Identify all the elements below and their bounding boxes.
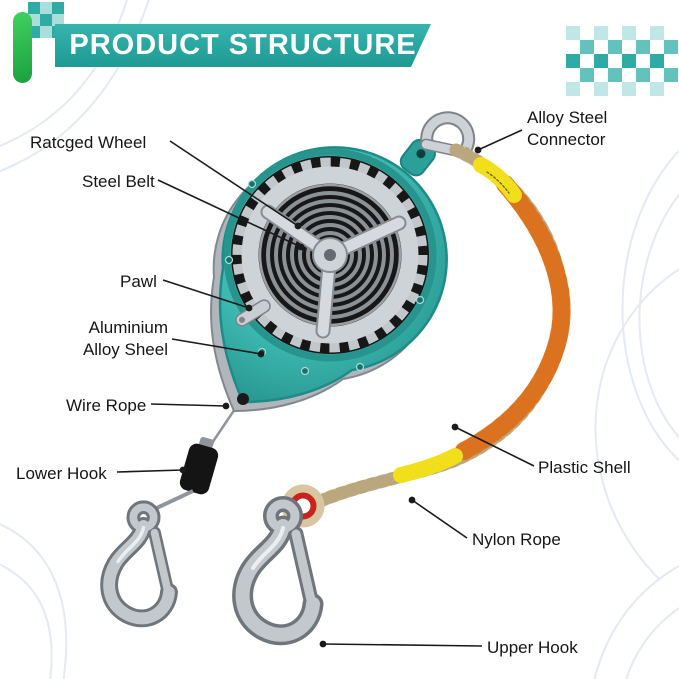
page-title: PRODUCT STRUCTURE — [69, 29, 417, 61]
ratchet-wheel — [232, 157, 428, 353]
header-accent-bar — [13, 12, 32, 83]
wire-guide — [237, 393, 249, 405]
leader-dots — [179, 146, 482, 648]
label-wire-rope: Wire Rope — [66, 396, 147, 415]
label-steel-belt: Steel Belt — [82, 172, 155, 191]
checker-pattern-right — [566, 26, 678, 96]
rope-orange-sheath — [455, 175, 571, 460]
section-banner: PRODUCT STRUCTURE — [55, 24, 431, 67]
label-plastic-shell: Plastic Shell — [538, 458, 631, 477]
label-pawl: Pawl — [120, 272, 157, 291]
label-ratchet-wheel: Ratcged Wheel — [30, 133, 147, 152]
rope-tag-top — [473, 157, 522, 203]
label-nylon-rope: Nylon Rope — [472, 530, 561, 549]
housing-rim — [223, 148, 437, 362]
rope-stopper — [145, 437, 219, 515]
label-lower-hook: Lower Hook — [16, 464, 107, 483]
label-upper-hook: Upper Hook — [487, 638, 578, 657]
label-aluminium-alloy-sheel: Aluminium Alloy Sheel — [82, 318, 168, 360]
label-alloy-steel-connector: Alloy Steel Connector — [527, 108, 608, 150]
lower-hook — [109, 507, 169, 618]
rope-tag-bottom — [393, 448, 463, 483]
wheel-spokes — [260, 204, 407, 339]
leader-lines — [116, 129, 535, 647]
nylon-rope — [313, 143, 571, 508]
